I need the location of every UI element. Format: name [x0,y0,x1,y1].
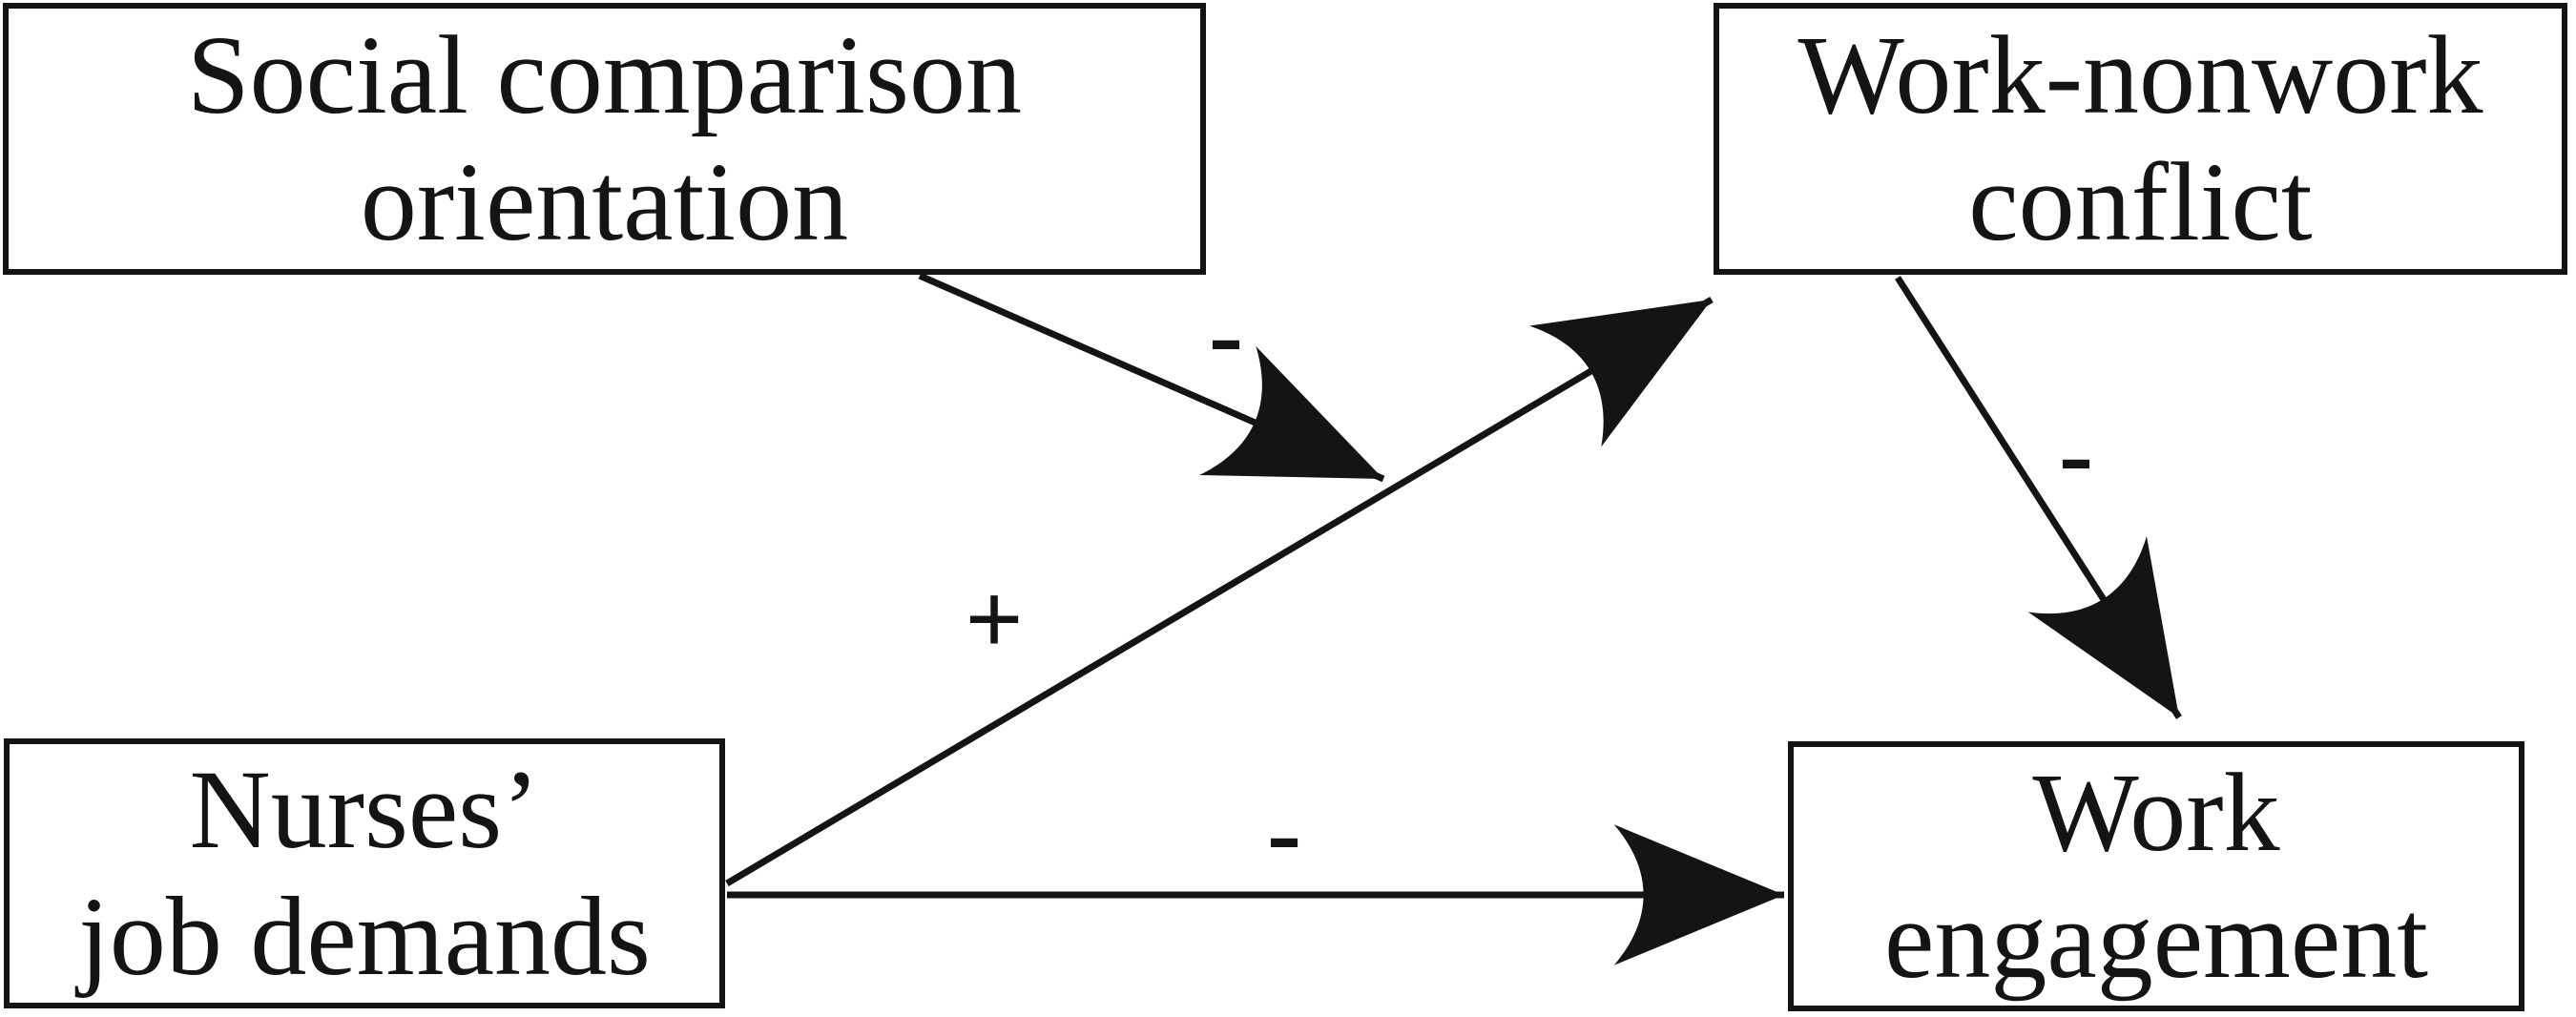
arrow-demands-to-conflict-line [725,296,1714,887]
node-work-engagement: Work engagement [1788,741,2524,1011]
node-nurses-job-demands: Nurses’ job demands [4,738,725,1008]
edge-sign-demands-to-engagement: - [1267,777,1301,890]
node-label: Work engagement [1883,750,2429,1002]
node-social-comparison-orientation: Social comparison orientation [3,3,1206,275]
arrow-conflict-to-engagement-line [1895,276,2182,719]
node-label: Social comparison orientation [187,12,1022,264]
node-label: Work-nonwork conflict [1797,12,2483,264]
arrow-moderation-line [918,272,1385,483]
edge-sign-moderation: - [1209,279,1243,392]
edge-sign-demands-to-conflict: + [965,563,1024,676]
node-label: Nurses’ job demands [78,747,651,999]
node-work-nonwork-conflict: Work-nonwork conflict [1714,3,2567,275]
edge-sign-conflict-to-engagement: - [2059,398,2093,511]
